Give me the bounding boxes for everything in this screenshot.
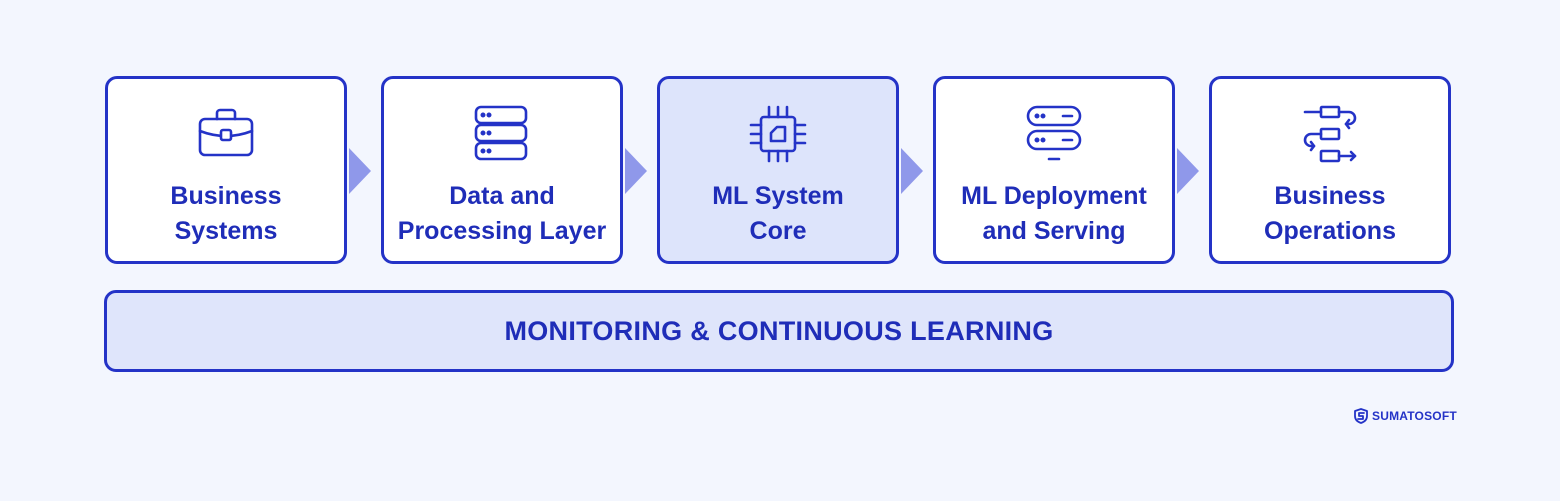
step-label: ML System Core [660, 179, 896, 249]
step-label-line2: Operations [1264, 217, 1396, 245]
step-label: ML Deployment and Serving [936, 179, 1172, 249]
step-label-line2: Processing Layer [397, 217, 607, 245]
step-label-line1: Data and [449, 182, 555, 210]
step-label-line2: Core [749, 217, 807, 245]
step-data-processing: Data and Processing Layer [381, 76, 623, 264]
step-business-operations: Business Operations [1209, 76, 1451, 264]
step-label-line1: Business [1274, 182, 1386, 210]
monitoring-bar: MONITORING & CONTINUOUS LEARNING [104, 290, 1454, 372]
sumatosoft-logo-icon [1354, 408, 1368, 424]
step-label-line1: ML Deployment [961, 182, 1147, 210]
arrow-icon [901, 146, 923, 196]
arrow-icon [349, 146, 371, 196]
chip-icon [747, 103, 809, 165]
brand-logo: SUMATOSOFT [1354, 408, 1457, 424]
pipeline-diagram: Business Systems Data and Processing Lay… [105, 76, 1455, 266]
step-label: Business Systems [108, 179, 344, 249]
briefcase-icon [195, 103, 257, 165]
step-label: Data and Processing Layer [384, 179, 620, 249]
workflow-icon [1299, 103, 1361, 165]
step-business-systems: Business Systems [105, 76, 347, 264]
step-label-line2: Systems [174, 217, 278, 245]
brand-name: SUMATOSOFT [1372, 409, 1457, 423]
step-ml-deployment: ML Deployment and Serving [933, 76, 1175, 264]
step-label-line1: Business [170, 182, 282, 210]
step-label: Business Operations [1212, 179, 1448, 249]
step-label-line2: and Serving [982, 217, 1126, 245]
step-ml-system-core: ML System Core [657, 76, 899, 264]
arrow-icon [1177, 146, 1199, 196]
arrow-icon [625, 146, 647, 196]
monitoring-label: MONITORING & CONTINUOUS LEARNING [504, 315, 1054, 346]
server-icon [1023, 103, 1085, 165]
step-label-line1: ML System [712, 182, 844, 210]
database-icon [471, 103, 533, 165]
